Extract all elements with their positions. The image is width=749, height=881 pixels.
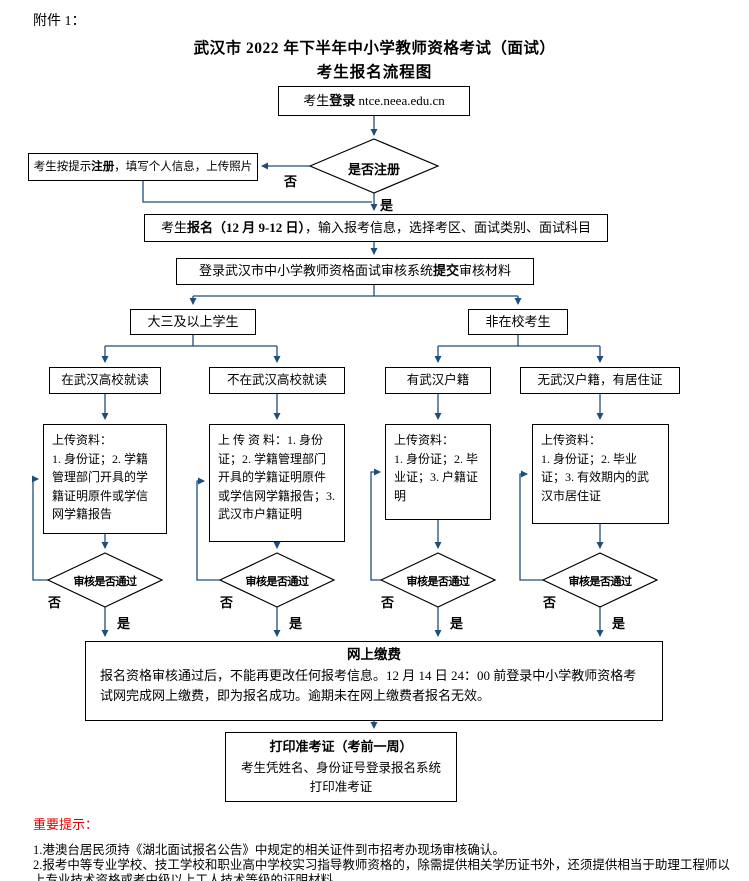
upload-body: 1. 身份证；2. 学籍管理部门开具的学籍证明原件或学信网学籍报告 [52, 451, 149, 522]
node-submit-review: 登录武汉市中小学教师资格面试审核系统提交审核材料 [176, 258, 534, 285]
print-title: 打印准考证（考前一周） [269, 739, 413, 754]
label-yes-3: 是 [450, 616, 464, 631]
node-apply: 考生报名（12 月 9-12 日），输入报考信息，选择考区、面试类别、面试科目 [144, 214, 608, 242]
decision-review-label-4: 审核是否通过 [568, 576, 633, 588]
upload-body: 1. 身份证；2. 毕业证；3. 户籍证明 [394, 451, 479, 503]
decision-review-diamond-1 [46, 552, 164, 608]
upload-title: 上传资料： [394, 433, 455, 447]
important-notes: 重要提示： 1.港澳台居民须持《湖北面试报名公告》中规定的相关证件到市招考办现场… [33, 814, 735, 881]
page-subtitle: 考生报名流程图 [316, 64, 433, 81]
upload-title: 上传资料： [52, 433, 113, 447]
payment-title: 网上缴费 [347, 647, 401, 662]
page-title: 武汉市 2022 年下半年中小学教师资格考试（面试） [193, 40, 556, 57]
node-cat-residence-permit: 无武汉户籍，有居住证 [520, 367, 680, 394]
login-text: 考生登录 ntce.neea.edu.cn [303, 92, 445, 108]
notes-heading: 重要提示： [33, 817, 99, 832]
decision-registered-label: 是否注册 [347, 162, 400, 177]
decision-registered-diamond [308, 138, 440, 194]
submit-text: 登录武汉市中小学教师资格面试审核系统提交审核材料 [198, 263, 512, 279]
label-no-1: 否 [48, 595, 62, 610]
label-no-3: 否 [381, 595, 395, 610]
node-branch-non-students: 非在校考生 [468, 309, 568, 335]
node-upload-residence-permit: 上传资料： 1. 身份证；2. 毕业证；3. 有效期内的武汉市居住证 [532, 424, 669, 524]
node-payment: 网上缴费 报名资格审核通过后，不能再更改任何报考信息。12 月 14 日 24：… [85, 641, 663, 721]
note-item-2: 2.报考中等专业学校、技工学校和职业高中学校实习指导教师资格的，除需提供相关学历… [33, 858, 730, 881]
upload-body: 1. 身份证；2. 学籍管理部门开具的学籍证明原件或学信网学籍报告；3. 武汉市… [218, 433, 336, 522]
apply-text: 考生报名（12 月 9-12 日），输入报考信息，选择考区、面试类别、面试科目 [160, 219, 592, 235]
decision-review-diamond-3 [379, 552, 497, 608]
register-text: 考生按提示注册，填写个人信息，上传照片 [33, 160, 253, 173]
node-print-ticket: 打印准考证（考前一周） 考生凭姓名、身份证号登录报名系统打印准考证 [225, 732, 457, 802]
node-register-prompt: 考生按提示注册，填写个人信息，上传照片 [28, 153, 258, 181]
decision-review-label-2: 审核是否通过 [245, 576, 310, 588]
upload-title: 上传资料： [541, 433, 602, 447]
decision-review-diamond-4 [541, 552, 659, 608]
node-upload-non-wuhan-college: 上 传 资 料：1. 身份证；2. 学籍管理部门开具的学籍证明原件或学信网学籍报… [209, 424, 345, 542]
payment-body: 报名资格审核通过后，不能再更改任何报考信息。12 月 14 日 24：00 前登… [100, 667, 637, 703]
node-upload-wuhan-hukou: 上传资料： 1. 身份证；2. 毕业证；3. 户籍证明 [385, 424, 491, 520]
upload-body: 1. 身份证；2. 毕业证；3. 有效期内的武汉市居住证 [541, 451, 650, 503]
decision-review-label-3: 审核是否通过 [406, 576, 471, 588]
label-yes-register: 是 [380, 198, 394, 213]
label-no-2: 否 [220, 595, 234, 610]
upload-title: 上 传 资 料： [218, 433, 288, 447]
print-body: 考生凭姓名、身份证号登录报名系统打印准考证 [240, 760, 441, 794]
label-yes-4: 是 [612, 616, 626, 631]
label-no-register: 否 [284, 174, 298, 189]
node-cat-wuhan-college: 在武汉高校就读 [49, 367, 161, 394]
decision-review-diamond-2 [218, 552, 336, 608]
note-item-1: 1.港澳台居民须持《湖北面试报名公告》中规定的相关证件到市招考办现场审核确认。 [33, 843, 505, 857]
attachment-label: 附件 1： [33, 14, 86, 29]
label-no-4: 否 [543, 595, 557, 610]
label-yes-2: 是 [289, 616, 303, 631]
decision-review-label-1: 审核是否通过 [73, 576, 138, 588]
node-cat-wuhan-hukou: 有武汉户籍 [385, 367, 491, 394]
label-yes-1: 是 [117, 616, 131, 631]
node-upload-wuhan-college: 上传资料： 1. 身份证；2. 学籍管理部门开具的学籍证明原件或学信网学籍报告 [43, 424, 167, 534]
node-login: 考生登录 ntce.neea.edu.cn [278, 86, 470, 116]
node-cat-non-wuhan-college: 不在武汉高校就读 [209, 367, 345, 394]
node-branch-students: 大三及以上学生 [130, 309, 256, 335]
